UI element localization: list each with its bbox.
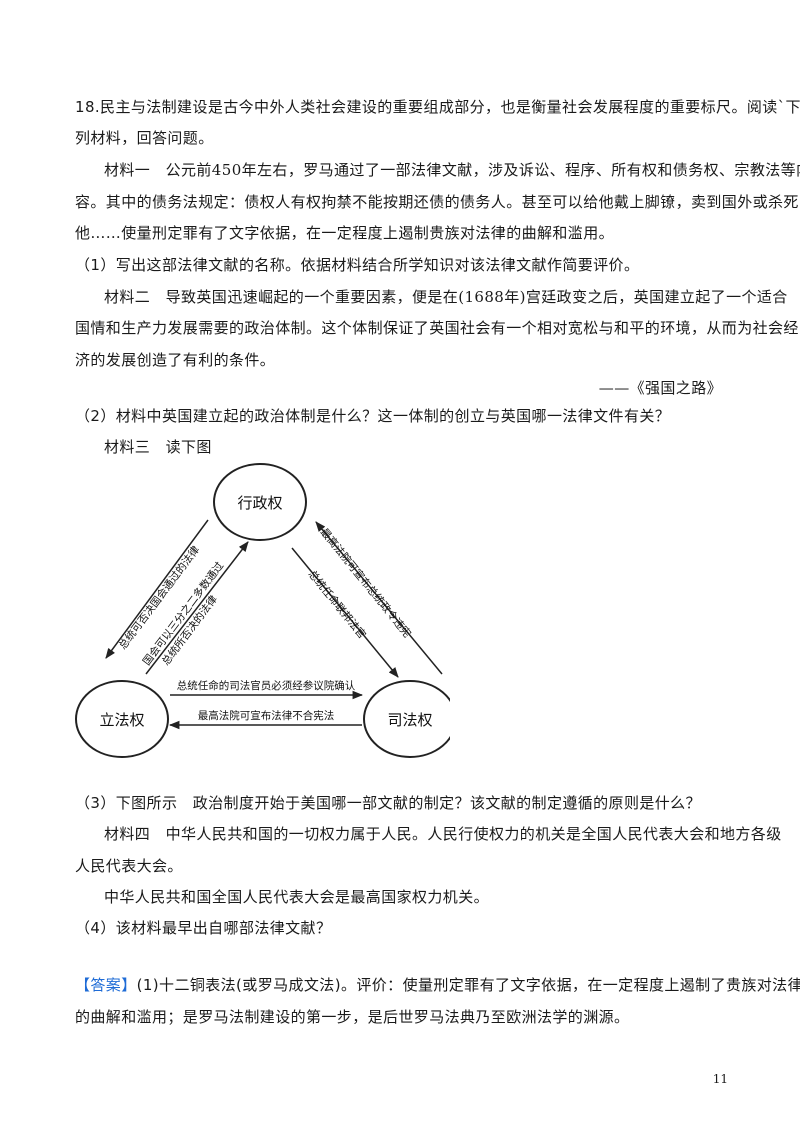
executive-power-node [213, 463, 307, 541]
separation-of-powers-diagram: 行政权 立法权 司法权 总统可否决国会通过的法律 国会可以三分之二多数通过 总统… [75, 463, 450, 758]
arrow-executive-to-legislative [105, 519, 209, 659]
question-18-line-2: 列材料，回答问题。 [75, 129, 214, 147]
material-1-line-1: 材料一 公元前450年左右，罗马通过了一部法律文献，涉及诉讼、程序、所有权和债务… [104, 161, 800, 179]
material-2-source: ——《强国之路》 [598, 379, 722, 397]
label-judicial-review-law: 最高法院可宣布法律不合宪法 [198, 709, 335, 722]
label-judicial-review-executive: 最高法院可宣布总统政令违宪 [318, 526, 414, 641]
answer-tag: 【答案】 [75, 976, 137, 994]
sub-question-4: （4）该材料最早出自哪部法律文献？ [75, 919, 332, 937]
label-senate-confirmation: 总统任命的司法官员必须经参议院确认 [177, 679, 356, 692]
material-2-line-1: 材料二 导致英国迅速崛起的一个重要因素，便是在(1688年)宫廷政变之后，英国建… [104, 288, 788, 306]
material-4-line-1: 材料四 中华人民共和国的一切权力属于人民。人民行使权力的机关是全国人民代表大会和… [104, 825, 782, 843]
material-1-line-2: 容。其中的债务法规定：债权人有权拘禁不能按期还债的债务人。甚至可以给他戴上脚镣，… [75, 193, 799, 211]
material-4-line-3: 中华人民共和国全国人民代表大会是最高国家权力机关。 [104, 888, 490, 906]
answer-text-1: (1)十二铜表法(或罗马成文法)。评价：使量刑定罪有了文字依据，在一定程度上遏制… [136, 976, 800, 994]
question-18-line-1: 18.民主与法制建设是古今中外人类社会建设的重要组成部分，也是衡量社会发展程度的… [75, 98, 800, 116]
judicial-power-label: 司法权 [387, 711, 432, 729]
page-number: 11 [712, 1072, 728, 1086]
material-1-line-3: 他……使量刑定罪有了文字依据，在一定程度上遏制贵族对法律的曲解和滥用。 [75, 224, 615, 242]
judicial-power-node [363, 680, 450, 758]
sub-question-3: （3）下图所示 政治制度开始于美国哪一部文献的制定？该文献的制定遵循的原则是什么… [75, 794, 701, 812]
answer-line-1: 【答案】(1)十二铜表法(或罗马成文法)。评价：使量刑定罪有了文字依据，在一定程… [75, 974, 800, 996]
answer-line-2: 的曲解和滥用；是罗马法制建设的第一步，是后世罗马法典乃至欧洲法学的渊源。 [75, 1008, 630, 1026]
material-2-line-2: 国情和生产力发展需要的政治体制。这个体制保证了英国社会有一个相对宽松与和平的环境… [75, 319, 799, 337]
arrow-judicial-to-executive [315, 521, 443, 675]
material-3-caption: 材料三 读下图 [104, 438, 212, 456]
arrow-legislative-to-executive [145, 541, 249, 675]
material-4-line-2: 人民代表大会。 [75, 857, 183, 875]
executive-power-label: 行政权 [237, 494, 282, 512]
material-2-line-3: 济的发展创造了有利的条件。 [75, 351, 276, 369]
legislative-power-label: 立法权 [99, 711, 144, 729]
sub-question-2: （2）材料中英国建立起的政治体制是什么？这一体制的创立与英国哪一法律文件有关？ [75, 407, 671, 425]
arrow-executive-to-judicial [291, 547, 399, 678]
legislative-power-node [75, 680, 169, 758]
sub-question-1: （1）写出这部法律文献的名称。依据材料结合所学知识对该法律文献作简要评价。 [75, 256, 640, 274]
